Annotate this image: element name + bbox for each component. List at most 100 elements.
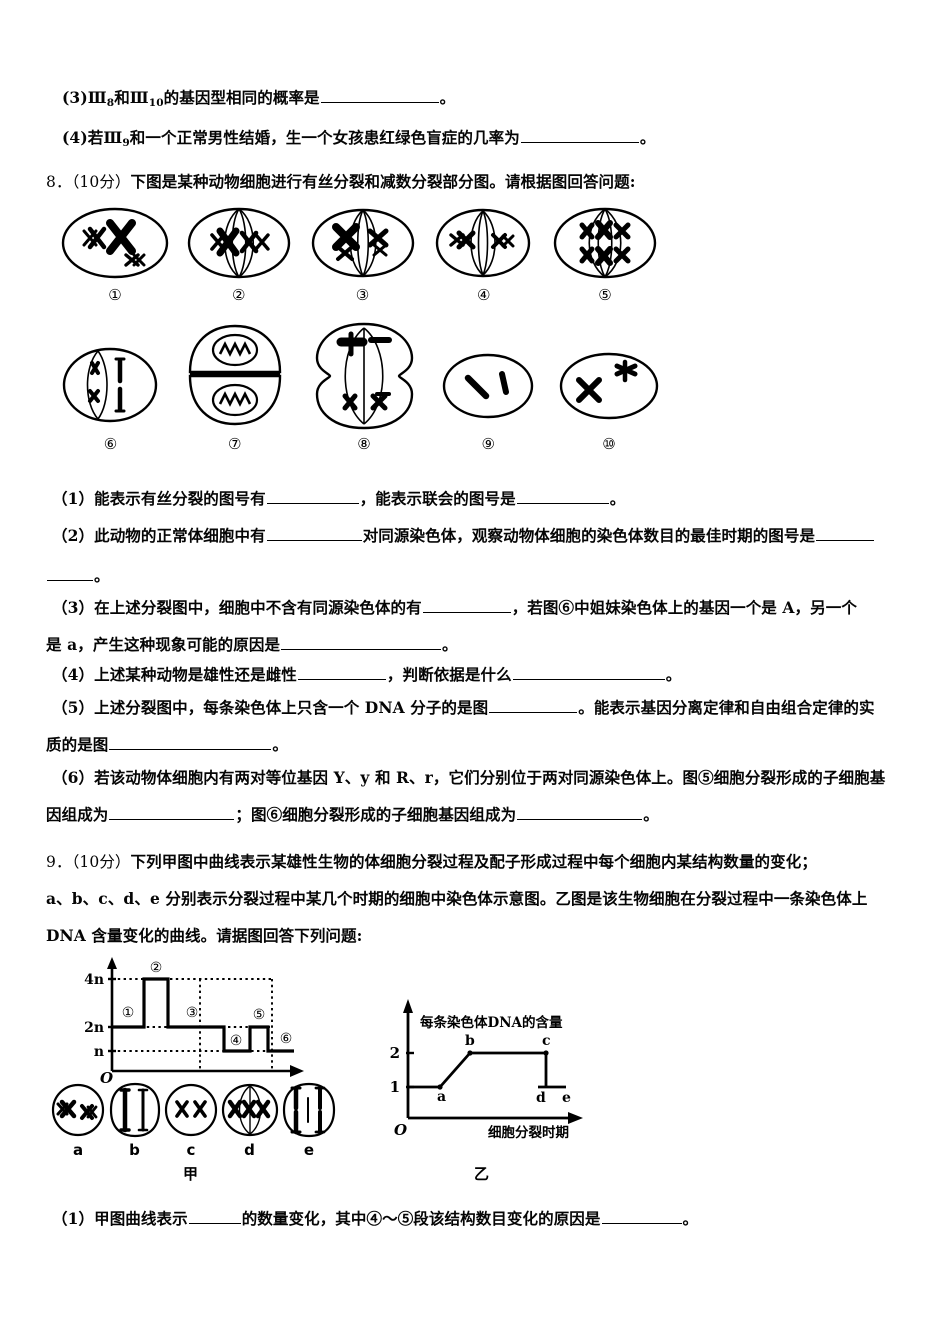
annotation-5: ⑤ — [253, 1007, 266, 1023]
answer-blank[interactable] — [109, 804, 235, 820]
q9-stem-text-1: 下列甲图中曲线表示某雄性生物的体细胞分裂过程及配子形成过程中每个细胞内某结构数量… — [130, 852, 817, 871]
cell-diagram-8-icon — [315, 322, 413, 430]
q8-sub-2-end: 。 — [94, 566, 110, 585]
answer-blank[interactable] — [517, 804, 643, 820]
cell-c-icon — [164, 1083, 218, 1137]
annotation-3: ③ — [186, 1005, 199, 1021]
answer-blank[interactable] — [320, 87, 439, 103]
q8-sub-3: （3）在上述分裂图中，细胞中不含有同源染色体的有，若图⑥中姐妹染色体上的基因一个… — [52, 596, 940, 620]
q8-sub-6-label: （6） — [52, 768, 95, 787]
cell-figure-6: ⑥ — [58, 337, 163, 453]
cell-diagram-4-icon — [436, 208, 531, 278]
annotation-4: ④ — [230, 1033, 243, 1049]
chart-yi-svg: 2 1 O a b c d e 每条染色体DNA的含量 细胞分裂时期 — [390, 999, 583, 1140]
y-axis-arrow — [107, 957, 117, 969]
answer-blank[interactable] — [520, 127, 639, 143]
q7-item4-roman: Ⅲ — [103, 128, 123, 147]
cell-c-label: c — [186, 1141, 196, 1159]
q8-sub-1-seg-3: 。 — [609, 489, 626, 508]
cell-figure-1-label: ① — [108, 286, 122, 304]
q8-sub-6: （6）若该动物体细胞内有两对等位基因 Y、y 和 R、r，它们分别位于两对同源染… — [52, 766, 942, 790]
cell-figure-3: ③ — [308, 203, 418, 304]
q8-sub-1-label: （1） — [52, 489, 95, 508]
chart-jia: 4n 2n n O ① ② ③ ④ ⑤ ⑥ — [72, 955, 332, 1085]
q9-cell-a: a — [50, 1082, 106, 1159]
q9-cell-b: b — [107, 1082, 163, 1159]
cell-figure-8-label: ⑧ — [357, 435, 371, 453]
cell-figure-7: ⑦ — [180, 320, 290, 453]
chart-yi-point-labels: a b c d e — [437, 1033, 571, 1106]
answer-blank[interactable] — [266, 525, 362, 541]
cell-diagram-1-icon — [61, 207, 169, 279]
q8-sub-4-label: （4） — [52, 665, 95, 684]
cell-figure-5: ⑤ — [550, 203, 660, 304]
answer-blank[interactable] — [816, 525, 875, 541]
answer-blank[interactable] — [422, 597, 511, 613]
ytick-2n: 2n — [84, 1020, 104, 1036]
chart-jia-annotations: ① ② ③ ④ ⑤ ⑥ — [122, 960, 293, 1049]
q8-sub-6-line2: 因组成为；图⑥细胞分裂形成的子细胞基因组成为。 — [46, 803, 934, 827]
answer-blank[interactable] — [601, 1208, 682, 1224]
q7-item3-prefix: (3) — [62, 88, 88, 107]
answer-blank[interactable] — [188, 1208, 241, 1224]
q8-sub-4-seg-3: 。 — [665, 665, 682, 684]
ytick-4n: 4n — [84, 972, 104, 988]
q8-sub-3-line2: 是 a，产生这种现象可能的原因是。 — [46, 633, 934, 657]
q8-stem: 8．（10分）下图是某种动物细胞进行有丝分裂和减数分裂部分图。请根据图回答问题: — [46, 170, 926, 194]
q8-score: （10分） — [71, 173, 131, 191]
answer-blank[interactable] — [489, 697, 578, 713]
chart-jia-curve — [112, 977, 294, 1053]
cell-figure-6-label: ⑥ — [103, 435, 118, 453]
cell-figure-9: ⑨ — [438, 340, 538, 453]
q7-item4: (4)若Ⅲ9和一个正常男性结婚，生一个女孩患红绿色盲症的几率为。 — [62, 126, 822, 151]
cell-b-icon — [109, 1082, 160, 1138]
answer-blank[interactable] — [512, 664, 665, 680]
answer-blank[interactable] — [297, 664, 386, 680]
answer-blank[interactable] — [516, 488, 609, 504]
q8-figure-row-1: ① ② — [60, 203, 660, 304]
chart-yi-curve — [408, 1051, 546, 1089]
chart-yi-axis-title: 每条染色体DNA的含量 — [420, 1014, 563, 1031]
cell-figure-8: ⑧ — [307, 320, 422, 453]
answer-blank[interactable] — [47, 565, 93, 581]
cell-figure-2: ② — [184, 203, 294, 304]
cell-a-label: a — [72, 1141, 84, 1159]
cell-diagram-5-icon — [553, 207, 657, 279]
annotation-6: ⑥ — [280, 1031, 293, 1047]
q9-stem-line2: a、b、c、d、e 分别表示分裂过程中某几个时期的细胞中染色体示意图。乙图是该生… — [46, 887, 936, 911]
q8-sub-6-seg-1: 若该动物体细胞内有两对等位基因 Y、y 和 R、r，它们分别位于两对同源染色体上… — [94, 768, 886, 787]
q7-item4-text: 和一个正常男性结婚，生一个女孩患红绿色盲症的几率为 — [129, 128, 520, 147]
q8-sub-1-seg-2: ，能表示联会的图号是 — [359, 489, 516, 508]
q8-sub-3-seg-1: 在上述分裂图中，细胞中不含有同源染色体的有 — [94, 598, 422, 617]
q9-sub-1-seg-2: 的数量变化，其中④～⑤段该结构数目变化的原因是 — [241, 1209, 601, 1228]
cell-figure-9-label: ⑨ — [481, 435, 495, 453]
point-label-a: a — [437, 1089, 446, 1105]
q8-sub-2-label: （2） — [52, 526, 95, 545]
chart-yi-points — [437, 1050, 549, 1090]
q8-sub-2-seg-1: 此动物的正常体细胞中有 — [94, 526, 266, 545]
cell-diagram-6-icon — [62, 347, 158, 423]
q8-sub-5-seg-2: 。能表示基因分离定律和自由组合定律的实 — [578, 698, 875, 717]
answer-blank[interactable] — [109, 734, 272, 750]
q9-stem-text-2: a、b、c、d、e 分别表示分裂过程中某几个时期的细胞中染色体示意图。乙图是该生… — [46, 889, 868, 908]
cell-b-label: b — [129, 1141, 140, 1159]
point-label-b: b — [465, 1033, 475, 1049]
q7-item3-sub1: 8 — [106, 96, 115, 109]
answer-blank[interactable] — [281, 634, 442, 650]
q8-sub-4: （4）上述某种动物是雄性还是雌性，判断依据是什么。 — [52, 663, 940, 687]
y-axis-arrow — [403, 999, 413, 1013]
q9-cell-d: d — [220, 1082, 280, 1159]
chart-jia-caption: 甲 — [183, 1165, 199, 1183]
q8-sub-5: （5）上述分裂图中，每条染色体上只含一个 DNA 分子的是图。能表示基因分离定律… — [52, 696, 940, 720]
cell-e-icon — [282, 1082, 336, 1138]
q7-item3-text: 的基因型相同的概率是 — [163, 88, 320, 107]
q7-item3-sub2: 10 — [148, 96, 164, 109]
q9-sub-1: （1）甲图曲线表示的数量变化，其中④～⑤段该结构数目变化的原因是。 — [52, 1207, 940, 1231]
q7-item3-end: 。 — [439, 88, 456, 107]
chart-yi-xlabel: 细胞分裂时期 — [488, 1124, 569, 1140]
cell-diagram-2-icon — [187, 207, 290, 279]
q7-item4-sub: 9 — [122, 136, 130, 149]
answer-blank[interactable] — [266, 488, 359, 504]
q8-sub-3-line2-end: 。 — [442, 635, 458, 654]
